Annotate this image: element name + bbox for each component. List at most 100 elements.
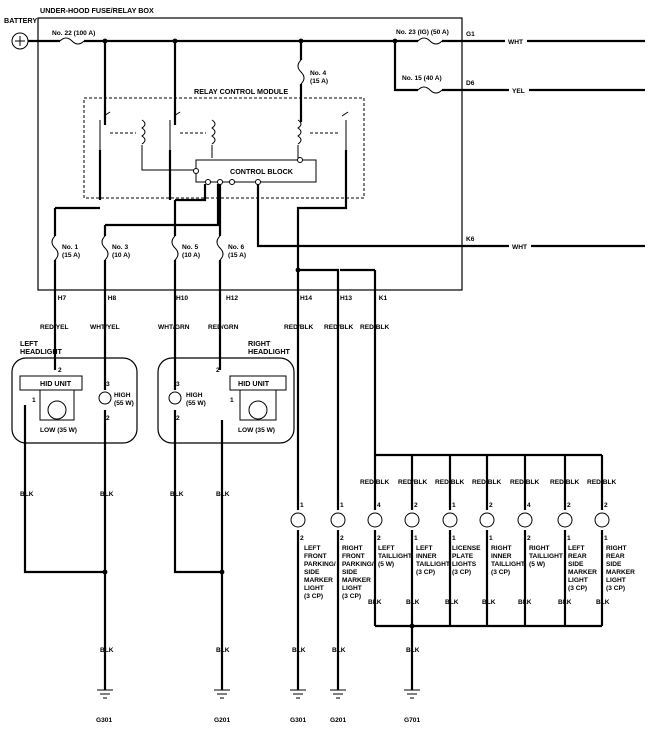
bulbs — [290, 512, 610, 528]
bulb-icon — [330, 512, 346, 528]
svg-text:BLK: BLK — [332, 647, 346, 654]
right-headlight-box — [157, 357, 295, 444]
svg-text:1: 1 — [300, 502, 304, 509]
bulb-icon — [517, 512, 533, 528]
conn-h7: H7 — [58, 295, 67, 302]
svg-text:REAR: REAR — [568, 553, 587, 560]
l-inner-label: LEFT INNER TAILLIGHT (3 CP) — [416, 545, 450, 576]
wire-blk-3: BLK — [170, 491, 184, 498]
svg-text:INNER: INNER — [491, 553, 512, 560]
conn-d6: D6 — [466, 80, 475, 87]
left-high-label-b: (55 W) — [114, 400, 134, 407]
fuse-1-label-b: (15 A) — [62, 252, 80, 259]
lf-park-label: LEFT FRONT PARKING/ SIDE MARKER LIGHT (3… — [304, 545, 336, 600]
svg-text:(3 CP): (3 CP) — [304, 593, 323, 600]
svg-text:BLK: BLK — [518, 599, 532, 606]
right-hid-unit — [229, 375, 287, 391]
svg-text:SIDE: SIDE — [606, 561, 622, 568]
wire-color-red-blk-k1: RED/BLK — [360, 324, 390, 331]
relay-1-contact-icon — [99, 111, 111, 150]
ground-icon — [214, 689, 230, 699]
fuse-15-icon — [417, 86, 443, 94]
svg-text:(5 W): (5 W) — [529, 561, 545, 568]
fuse-5-label-b: (10 A) — [182, 252, 200, 259]
svg-text:BLK: BLK — [406, 599, 420, 606]
svg-text:TAILLIGHT: TAILLIGHT — [491, 561, 525, 568]
fuse-6-icon — [216, 235, 224, 261]
svg-text:LICENSE: LICENSE — [452, 545, 481, 552]
left-hid-unit-label: HID UNIT — [40, 379, 72, 388]
svg-text:1: 1 — [32, 397, 36, 404]
svg-text:MARKER: MARKER — [606, 569, 635, 576]
right-headlight-label-a: RIGHT — [248, 339, 271, 348]
svg-text:SIDE: SIDE — [568, 561, 584, 568]
svg-text:RED/BLK: RED/BLK — [398, 479, 428, 486]
svg-text:(3 CP): (3 CP) — [606, 585, 625, 592]
svg-text:BLK: BLK — [596, 599, 610, 606]
wire-blk-2: BLK — [100, 491, 114, 498]
battery-plus-icon — [15, 36, 25, 46]
conn-h12: H12 — [226, 295, 238, 302]
wire-color-red-yel: RED/YEL — [40, 324, 69, 331]
svg-text:SIDE: SIDE — [304, 569, 320, 576]
wire-blk-1: BLK — [20, 491, 34, 498]
ground-icon — [404, 689, 420, 699]
left-hid-unit — [19, 375, 83, 391]
fuse-1-icon — [51, 235, 59, 261]
svg-text:(3 CP): (3 CP) — [491, 569, 510, 576]
svg-text:2: 2 — [300, 535, 304, 542]
svg-text:BLK: BLK — [558, 599, 572, 606]
relay-module-label: RELAY CONTROL MODULE — [194, 87, 288, 96]
ground-g201-b: G201 — [330, 717, 346, 724]
wire-color-wht-k6: WHT — [512, 244, 527, 251]
bulb-icon — [367, 512, 383, 528]
relay-2-coil-icon — [211, 119, 216, 145]
bulb-icon — [442, 512, 458, 528]
relay-3-contact-icon — [341, 111, 349, 150]
fuse-relay-box-outline — [37, 17, 463, 291]
fuse-3-label-b: (10 A) — [112, 252, 130, 259]
svg-text:LEFT: LEFT — [304, 545, 320, 552]
svg-text:1: 1 — [414, 535, 418, 542]
svg-text:2: 2 — [527, 535, 531, 542]
ground-g301-b: G301 — [290, 717, 306, 724]
wire-color-red-blk-h14: RED/BLK — [284, 324, 314, 331]
svg-text:1: 1 — [452, 535, 456, 542]
right-low-label: LOW (35 W) — [238, 427, 275, 434]
svg-text:(3 CP): (3 CP) — [568, 585, 587, 592]
svg-text:BLK: BLK — [482, 599, 496, 606]
svg-text:(5 W): (5 W) — [378, 561, 394, 568]
svg-text:1: 1 — [489, 535, 493, 542]
conn-h8: H8 — [108, 295, 117, 302]
ground-g701: G701 — [404, 717, 420, 724]
svg-text:BLK: BLK — [292, 647, 306, 654]
svg-text:TAILLIGHT: TAILLIGHT — [378, 553, 412, 560]
conn-h10: H10 — [176, 295, 188, 302]
svg-text:BLK: BLK — [368, 599, 382, 606]
bulb-icon — [479, 512, 495, 528]
fuse-1-label-a: No. 1 — [62, 244, 78, 251]
svg-text:SIDE: SIDE — [342, 569, 358, 576]
svg-text:BLK: BLK — [445, 599, 459, 606]
svg-text:LEFT: LEFT — [378, 545, 394, 552]
r-inner-label: RIGHT INNER TAILLIGHT (3 CP) — [491, 545, 525, 576]
svg-text:2: 2 — [604, 502, 608, 509]
wire-color-wht-yel: WHT/YEL — [90, 324, 120, 331]
wire-blk-5: BLK — [100, 647, 114, 654]
svg-text:REAR: REAR — [606, 553, 625, 560]
svg-text:RIGHT: RIGHT — [491, 545, 512, 552]
svg-text:4: 4 — [377, 502, 381, 509]
right-headlight-label-b: HEADLIGHT — [248, 347, 291, 356]
conn-h13: H13 — [340, 295, 352, 302]
svg-text:2: 2 — [106, 415, 110, 422]
fuse-4-icon — [297, 59, 305, 85]
relay-3-coil-icon — [297, 119, 302, 145]
svg-text:2: 2 — [176, 415, 180, 422]
right-hid-unit-label: HID UNIT — [238, 379, 270, 388]
svg-text:LIGHT: LIGHT — [304, 585, 324, 592]
relay-1-coil-icon — [141, 119, 146, 145]
conn-h14: H14 — [300, 295, 312, 302]
wire-color-red-grn: RED/GRN — [208, 324, 239, 331]
l-rear-marker-label: LEFT REAR SIDE MARKER LIGHT (3 CP) — [568, 545, 597, 592]
fuse-22-icon — [59, 37, 85, 45]
